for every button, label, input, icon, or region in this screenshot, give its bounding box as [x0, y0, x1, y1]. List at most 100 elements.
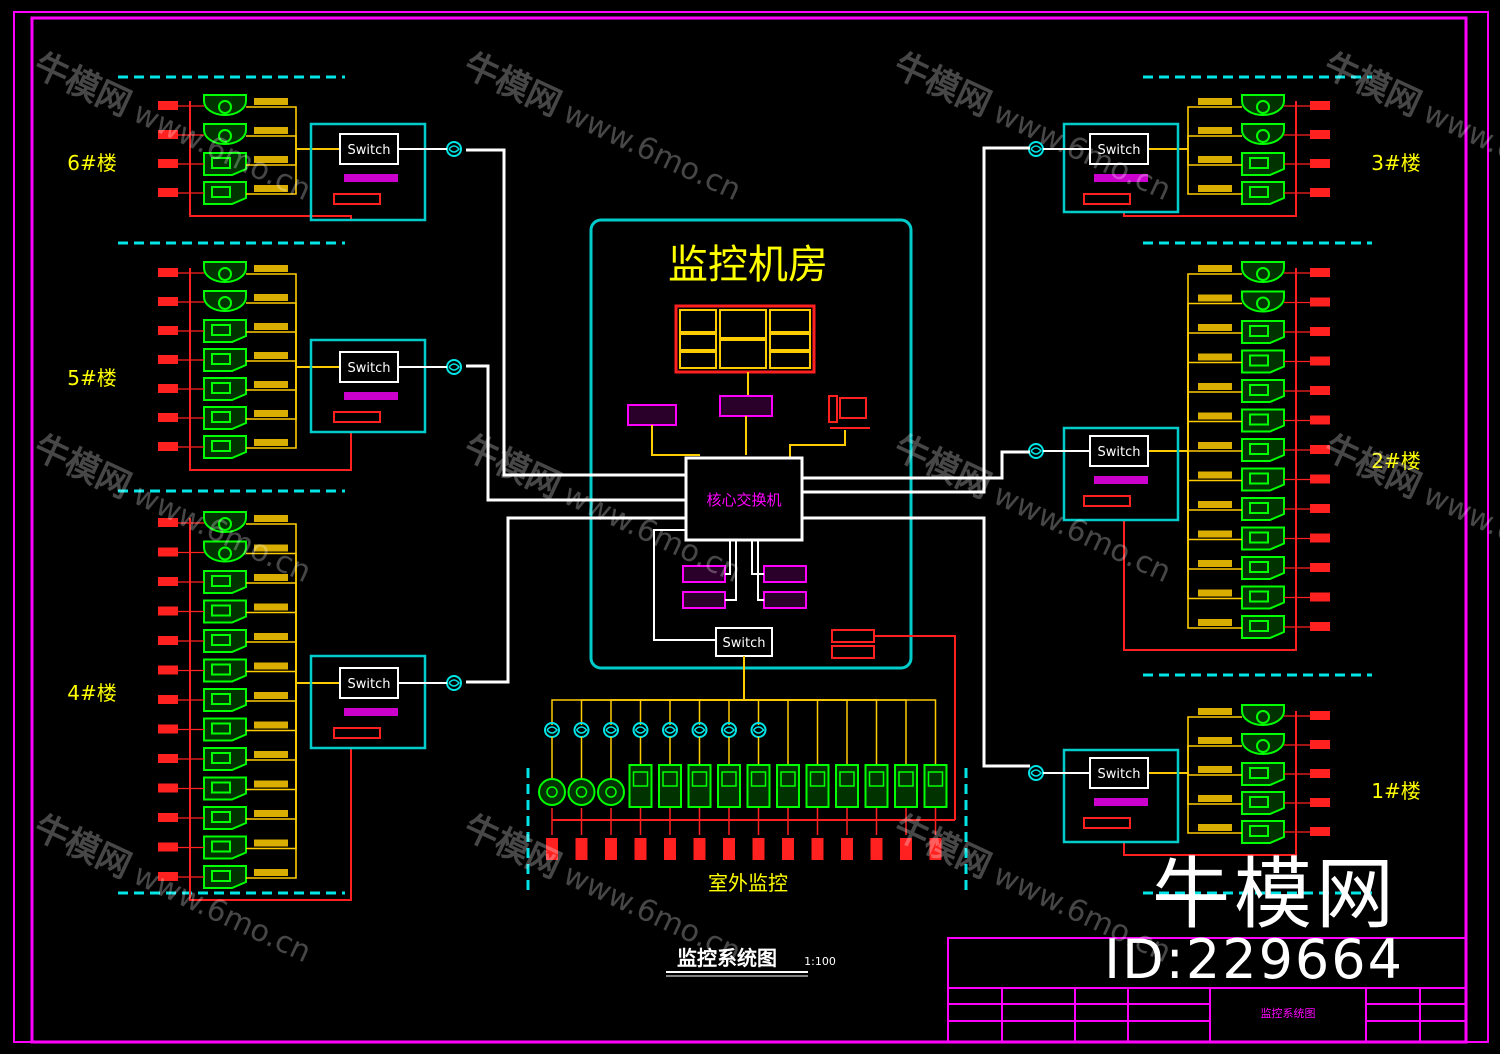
floor-cabinet [309, 654, 427, 750]
dome-camera-icon [203, 540, 247, 563]
floor-cabinet [1062, 426, 1180, 522]
power-tag [158, 754, 178, 763]
video-wall-cell [769, 351, 811, 369]
outdoor-camera [743, 656, 948, 860]
bullet-camera-icon [203, 835, 247, 860]
power-tag [158, 547, 178, 557]
power-tag [158, 724, 178, 734]
control-room-title: 监控机房 [668, 242, 828, 288]
power-tag [782, 838, 794, 860]
dome-camera-icon [203, 94, 247, 116]
bullet-camera-icon [1241, 526, 1285, 551]
bullet-camera-icon [203, 688, 247, 712]
outdoor-switch-label: Switch [723, 636, 766, 651]
power-tag [605, 838, 617, 860]
video-wall-cell [719, 309, 767, 339]
bullet-camera-icon [203, 181, 247, 205]
dome-camera-icon [1241, 261, 1285, 283]
power-tag [158, 355, 178, 364]
speed-dome-icon [597, 778, 625, 806]
bullet-camera-icon [203, 152, 247, 176]
power-tag [1310, 827, 1330, 836]
switch-label: Switch [348, 143, 391, 158]
brand-logo-text: 牛模网 [1151, 850, 1398, 940]
power-tag [1310, 130, 1330, 139]
switch-label: Switch [1098, 445, 1141, 460]
floor-cabinet [309, 122, 427, 222]
control-room: 监控机房 核心交换机 [589, 218, 956, 820]
outdoor-label: 室外监控 [708, 871, 788, 895]
core-switch [684, 456, 804, 542]
fiber-backbone [466, 146, 1030, 768]
outdoor-switch [715, 627, 773, 657]
outdoor-camera [743, 656, 800, 860]
bullet-camera-icon [1241, 585, 1285, 610]
power-tag [158, 159, 178, 168]
power-tag [158, 665, 178, 675]
bullet-camera-icon [1241, 181, 1285, 205]
bullet-camera-icon [203, 406, 247, 430]
power-tag [158, 130, 178, 139]
video-wall-cells [679, 309, 811, 369]
bullet-camera-icon [1241, 762, 1285, 786]
floor-cabinet [1062, 122, 1180, 214]
drawing-scale: 1:100 [804, 955, 836, 968]
power-tag [900, 838, 912, 860]
buildings-layer: Switch6#楼Switch5#楼Switch4#楼Switch3#楼Swit… [67, 94, 1421, 901]
dome-camera-icon [203, 290, 247, 312]
power-tag [1310, 445, 1330, 454]
outdoor-camera [743, 656, 830, 860]
outdoor-camera [743, 656, 918, 860]
outdoor-camera [658, 656, 745, 860]
power-tag [1310, 622, 1330, 631]
power-tag [752, 838, 765, 860]
building-b6: Switch 6#楼 [67, 94, 462, 222]
switch-label: Switch [1098, 767, 1141, 782]
switch-box [339, 667, 399, 699]
power-tag [158, 606, 178, 616]
bullet-camera-icon [203, 717, 247, 742]
building-label: 6#楼 [67, 151, 116, 175]
power-tag [158, 413, 178, 422]
floor-cabinet [1062, 748, 1180, 844]
outdoor-camera [743, 656, 889, 860]
drawing-title: 监控系统图 [677, 946, 777, 970]
power-tag [158, 783, 178, 793]
outdoor-camera [717, 656, 745, 860]
speed-dome-icon [538, 778, 566, 806]
inner-frame [30, 16, 1468, 1044]
power-tag [158, 384, 178, 393]
bullet-camera-icon [1241, 408, 1285, 433]
switch-label: Switch [348, 677, 391, 692]
bullet-camera-icon [1241, 467, 1285, 492]
power-tag [1310, 592, 1330, 602]
switch-box [1089, 133, 1149, 165]
nvr-box [627, 404, 677, 426]
bullet-camera-icon [1241, 320, 1285, 344]
bullet-camera-icon [203, 806, 247, 830]
power-tag [158, 101, 178, 110]
dome-camera-icon [203, 123, 247, 145]
power-tag [1310, 474, 1330, 484]
power-tag [1310, 159, 1330, 168]
bullet-camera-icon [1241, 791, 1285, 815]
power-tag [841, 838, 853, 860]
power-tag [1310, 711, 1330, 720]
decoder-box [719, 395, 773, 417]
dome-camera-icon [203, 261, 247, 283]
power-tag [693, 838, 706, 860]
bullet-camera-icon [203, 319, 247, 343]
video-wall-cell [679, 333, 717, 351]
dome-camera-icon [1241, 733, 1285, 755]
bullet-camera-icon [203, 377, 247, 401]
power-tag [723, 838, 735, 860]
power-tag [929, 838, 942, 860]
workstation-icon [828, 395, 870, 429]
power-tag [1310, 356, 1330, 366]
power-tag [546, 838, 558, 860]
power-tag [1310, 327, 1330, 336]
switch-box [1089, 757, 1149, 789]
power-tag [158, 813, 178, 822]
